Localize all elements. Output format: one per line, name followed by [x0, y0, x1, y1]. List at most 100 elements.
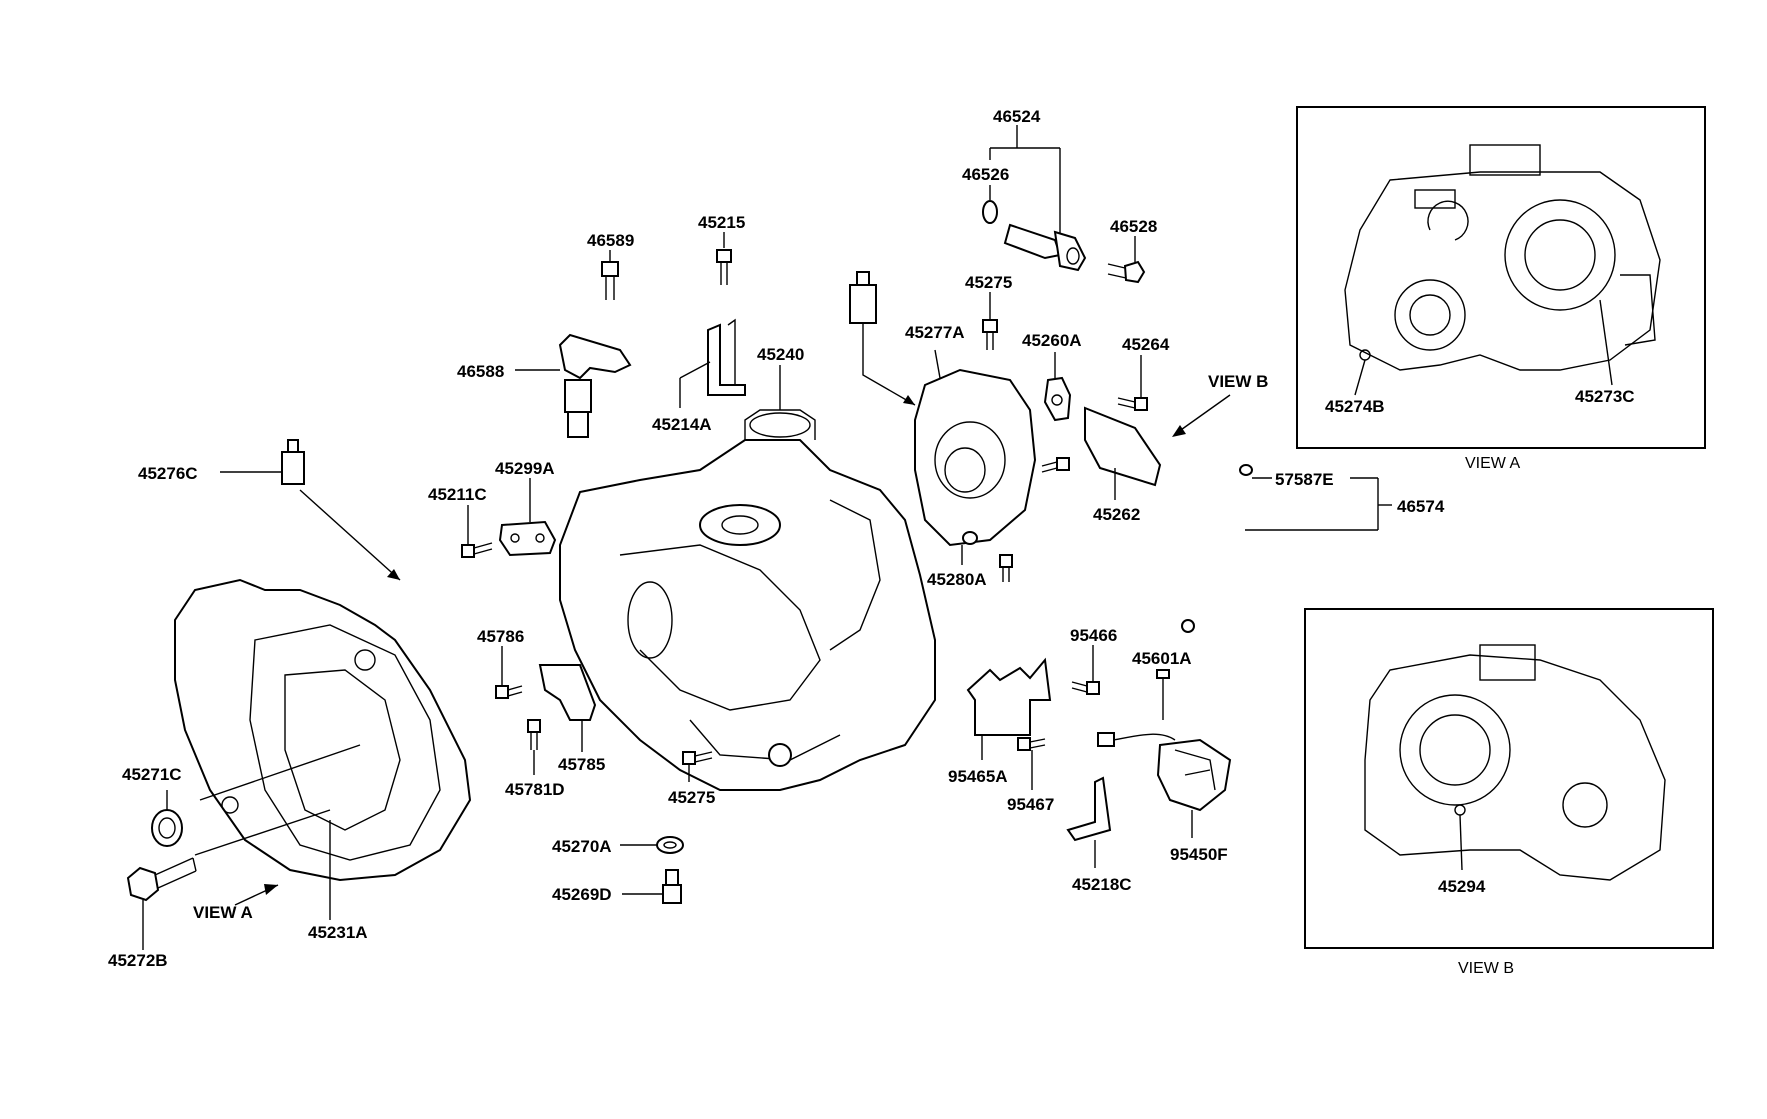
bolt-45280A-shank [1002, 567, 1010, 582]
label-45299A: 45299A [495, 459, 555, 478]
bolt-45275-upper-shank [986, 332, 994, 350]
part-45785: 45785 [538, 664, 605, 774]
label-45781D: 45781D [505, 780, 565, 799]
bolt-45275-lower-shank [694, 751, 713, 763]
label-45294: 45294 [1438, 877, 1486, 896]
label-45271C: 45271C [122, 765, 182, 784]
label-45280A: 45280A [927, 570, 987, 589]
label-57587E: 57587E [1275, 470, 1334, 489]
part-46589: 46589 [587, 231, 634, 300]
bolt-45786-shank [507, 685, 523, 697]
label-45211C: 45211C [428, 485, 487, 504]
label-45218C: 45218C [1072, 875, 1132, 894]
bolt-45264-shank [1117, 397, 1136, 409]
label-45275-upper: 45275 [965, 273, 1012, 292]
bolt-45781D-head [527, 719, 541, 733]
housing-boss [221, 796, 239, 814]
case-upper-seat [699, 504, 781, 546]
cover-bolt-head [1056, 457, 1070, 471]
bolt-95466-head [1086, 681, 1100, 695]
oring-45280A [962, 531, 978, 545]
label-46589: 46589 [587, 231, 634, 250]
bolt-45275-upper-head [982, 319, 998, 333]
part-95466: 95466 [1070, 626, 1117, 695]
label-45785: 45785 [558, 755, 605, 774]
bracket-45218C [1066, 776, 1112, 842]
gasket-45260A [1043, 376, 1072, 422]
case-drain-boss [768, 743, 792, 767]
view-a-bearing-ring [1504, 199, 1616, 311]
label-45601A: 45601A [1132, 649, 1192, 668]
case-side-bore [627, 581, 673, 659]
case-upper-seat-inner [721, 515, 759, 535]
label-45260A: 45260A [1022, 331, 1082, 350]
view-a-inset: 45274B 45273C VIEW A [1296, 106, 1706, 472]
bolt-45280A-head [999, 554, 1013, 568]
label-45240: 45240 [757, 345, 804, 364]
leader-45294 [1459, 814, 1463, 871]
bracket-95465A [966, 657, 1052, 736]
view-a-bearing-inner [1524, 219, 1596, 291]
gasket-45260A-hole [1051, 394, 1063, 406]
pointer-view-b: VIEW B [1208, 372, 1268, 391]
bolt-46589-head [601, 261, 619, 277]
leader-45273C [1599, 299, 1613, 386]
view-b-top-block [1479, 644, 1536, 681]
plug-45269D-head [662, 884, 682, 904]
label-46528: 46528 [1110, 217, 1157, 236]
case-outline [559, 439, 936, 791]
bolt-45781D-shank [530, 732, 538, 750]
arrow-view-b-head [1172, 425, 1186, 437]
washer-45270A [656, 836, 684, 854]
label-45275-lower: 45275 [668, 788, 715, 807]
label-45270A: 45270A [552, 837, 612, 856]
view-a-case-outline [1344, 171, 1661, 371]
label-45264: 45264 [1122, 335, 1170, 354]
plug-45277A [849, 284, 877, 324]
label-45276C: 45276C [138, 464, 198, 483]
arrow-view-b-shaft [1177, 394, 1231, 433]
cover-45277A [914, 368, 1037, 547]
view-a-pointer: VIEW A [193, 884, 279, 922]
pointer-view-a: VIEW A [193, 903, 253, 922]
arrow-45277A-shaft [862, 323, 916, 406]
part-95450F: 95450F [1097, 732, 1232, 864]
speed-sensor-body [1003, 223, 1087, 272]
part-46524: 46524 [989, 107, 1061, 235]
bolt-95466-shank [1071, 681, 1088, 693]
label-45231A: 45231A [308, 923, 368, 942]
label-46524: 46524 [993, 107, 1041, 126]
bolt-45215-head [716, 249, 732, 263]
label-45262: 45262 [1093, 505, 1140, 524]
view-a-shaft-inner [1409, 294, 1451, 336]
pin-45601A-head [1156, 669, 1170, 679]
part-45218C: 45218C [1066, 776, 1132, 894]
bolt-45272B-head [126, 866, 160, 902]
bolt-45264-head [1134, 397, 1148, 411]
part-45271C: 45271C [122, 765, 183, 847]
transaxle-case: 45240 [559, 345, 936, 791]
label-95467: 95467 [1007, 795, 1054, 814]
label-95450F: 95450F [1170, 845, 1228, 864]
part-46528: 46528 [1107, 217, 1157, 284]
bolt-95467-head [1017, 737, 1031, 751]
housing-axis-1 [199, 744, 361, 801]
part-45264: 45264 [1117, 335, 1170, 411]
part-45601A: 45601A [1132, 649, 1192, 720]
case-bell-face [619, 544, 821, 711]
view-b-pointer: VIEW B [1172, 372, 1268, 437]
caption-view-b: VIEW B [1458, 960, 1514, 977]
leader-45277A [934, 349, 941, 379]
oring-46526 [982, 200, 998, 224]
label-45214A: 45214A [652, 415, 712, 434]
caption-view-a: VIEW A [1465, 455, 1520, 472]
case-lower-rib [689, 719, 841, 761]
harness-95450F-connector [1097, 732, 1115, 747]
bolt-45272B-shank [154, 857, 197, 889]
part-45276C: 45276C [138, 439, 401, 581]
harness-95450F-clip-body [1156, 738, 1232, 812]
part-45211C: 45211C [428, 485, 493, 558]
bolt-45215-shank [720, 262, 728, 285]
housing-axis-2 [194, 809, 331, 856]
